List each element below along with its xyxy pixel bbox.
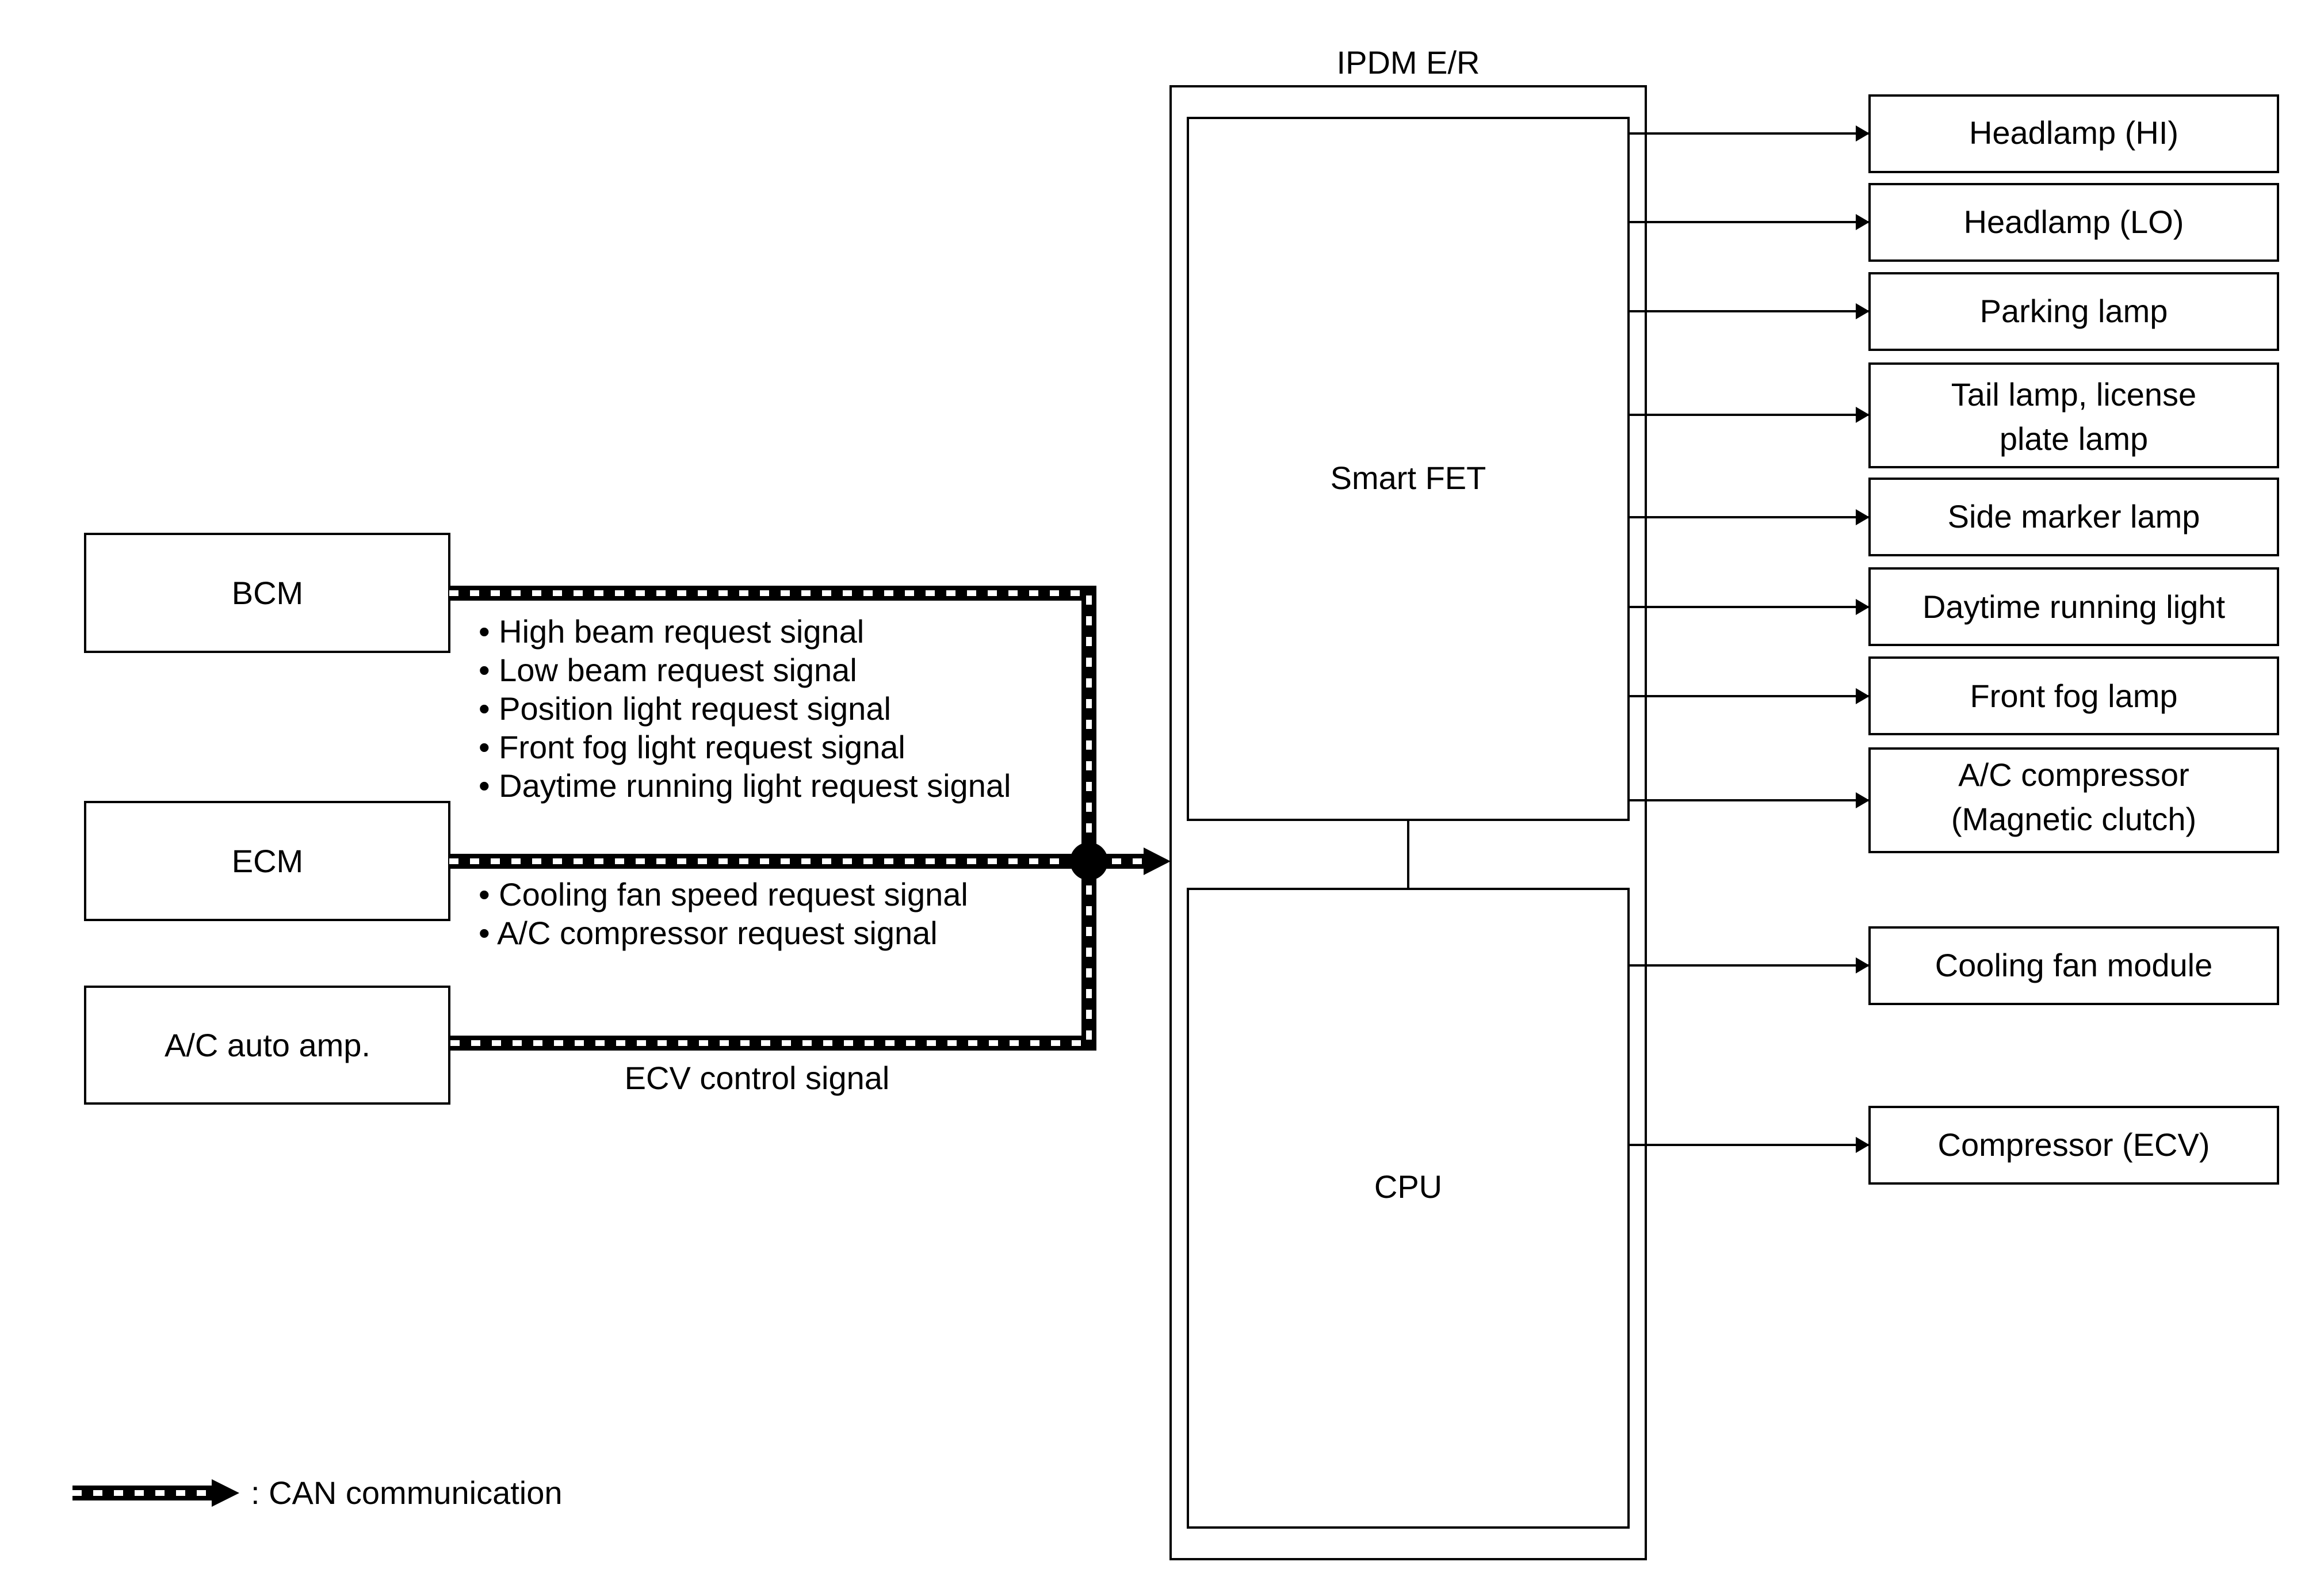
- smart-fet-label: Smart FET: [1331, 460, 1486, 496]
- ecv-control-signal: ECV control signal: [625, 1060, 890, 1096]
- output-arrowhead-8: [1856, 792, 1870, 808]
- output-box-parking-lamp: [1868, 272, 2279, 351]
- output-arrowhead-5: [1856, 509, 1870, 525]
- can-junction-dot: [1070, 842, 1108, 880]
- cpu-box: [1187, 888, 1630, 1529]
- ecm-label: ECM: [232, 843, 303, 879]
- ipdm-outer-box: [1169, 85, 1647, 1560]
- output-label-headlamp-lo: Headlamp (LO): [1964, 204, 2184, 240]
- output-arrowhead-7: [1856, 688, 1870, 704]
- output-arrowhead-9: [1856, 957, 1870, 973]
- output-label-side-marker: Side marker lamp: [1948, 498, 2200, 534]
- bcm-signal-5: • Daytime running light request signal: [479, 768, 1011, 804]
- cpu-label: CPU: [1374, 1169, 1442, 1205]
- output-label-drl: Daytime running light: [1922, 589, 2225, 625]
- output-label-compressor-ecv: Compressor (ECV): [1938, 1127, 2210, 1163]
- bcm-signal-3: • Position light request signal: [479, 690, 891, 727]
- can-line-dashes: [449, 590, 1145, 1046]
- ac-auto-amp-label: A/C auto amp.: [165, 1027, 370, 1063]
- bcm-signal-4: • Front fog light request signal: [479, 729, 905, 765]
- output-label-parking-lamp: Parking lamp: [1980, 293, 2168, 329]
- output-box-side-marker: [1868, 478, 2279, 556]
- output-arrowhead-6: [1856, 599, 1870, 615]
- legend-can-arrowhead: [212, 1479, 239, 1507]
- can-bus-lines: [449, 586, 1171, 1051]
- output-box-headlamp-hi: [1868, 94, 2279, 173]
- can-arrowhead: [1144, 847, 1171, 875]
- bcm-signal-2: • Low beam request signal: [479, 652, 857, 688]
- output-box-ac-compressor: [1868, 747, 2279, 853]
- bcm-label: BCM: [232, 575, 303, 611]
- output-arrowhead-10: [1856, 1137, 1870, 1153]
- output-box-headlamp-lo: [1868, 183, 2279, 262]
- output-label-tail-lamp-line1: Tail lamp, license: [1951, 376, 2196, 413]
- output-label-cooling-fan: Cooling fan module: [1935, 947, 2213, 983]
- legend-label: : CAN communication: [251, 1475, 563, 1511]
- output-label-headlamp-hi: Headlamp (HI): [1969, 114, 2178, 151]
- output-group: Headlamp (HI) Headlamp (LO) Parking lamp…: [1629, 94, 2279, 1185]
- output-arrowhead-2: [1856, 214, 1870, 230]
- output-arrowhead-1: [1856, 125, 1870, 142]
- output-box-cooling-fan: [1868, 926, 2279, 1005]
- output-label-tail-lamp-line2: plate lamp: [2000, 421, 2148, 457]
- output-box-compressor-ecv: [1868, 1106, 2279, 1185]
- output-label-ac-compressor-line1: A/C compressor: [1958, 757, 2189, 793]
- output-box-front-fog: [1868, 656, 2279, 735]
- output-arrowhead-3: [1856, 303, 1870, 319]
- ecm-signal-1: • Cooling fan speed request signal: [479, 876, 968, 912]
- ecm-signal-2: • A/C compressor request signal: [479, 915, 938, 951]
- output-arrowhead-4: [1856, 407, 1870, 423]
- output-label-ac-compressor-line2: (Magnetic clutch): [1951, 801, 2196, 837]
- output-box-tail-lamp: [1868, 362, 2279, 468]
- ipdm-title: IPDM E/R: [1337, 44, 1480, 81]
- ecm-signal-list: • Cooling fan speed request signal • A/C…: [479, 876, 968, 951]
- legend: : CAN communication: [72, 1475, 563, 1511]
- bcm-signal-1: • High beam request signal: [479, 613, 864, 650]
- bcm-signal-list: • High beam request signal • Low beam re…: [479, 613, 1011, 804]
- output-box-drl: [1868, 567, 2279, 646]
- output-label-front-fog: Front fog lamp: [1970, 678, 2177, 714]
